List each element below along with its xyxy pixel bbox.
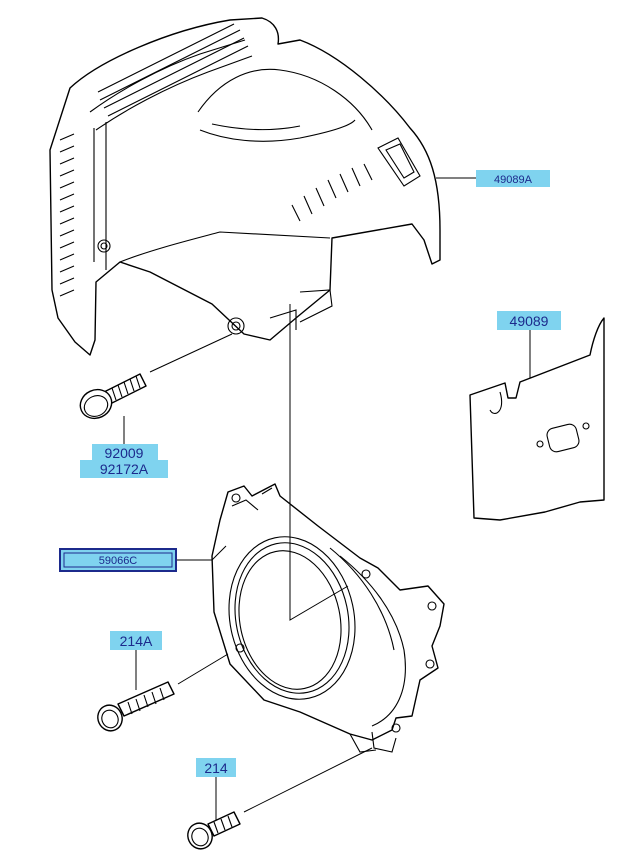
part-number-92009: 92009 <box>105 445 144 461</box>
front-vents <box>291 163 373 222</box>
label-49089[interactable]: 49089 <box>497 311 561 330</box>
part-number-92172a: 92172A <box>100 461 149 477</box>
part-number-214a: 214A <box>120 633 153 649</box>
side-slots <box>59 133 75 297</box>
part-number-59066c: 59066C <box>99 555 138 567</box>
engine-cover[interactable] <box>49 17 441 356</box>
part-number-214: 214 <box>204 760 228 776</box>
recoil-starter-housing[interactable] <box>211 483 445 753</box>
label-214a[interactable]: 214A <box>110 631 162 650</box>
label-92009[interactable]: 92009 <box>92 444 158 461</box>
tapping-screw-214[interactable] <box>184 811 241 853</box>
part-number-49089a: 49089A <box>494 174 533 186</box>
gasket[interactable] <box>469 317 605 521</box>
label-214[interactable]: 214 <box>196 758 236 777</box>
label-49089a[interactable]: 49089A <box>476 170 550 187</box>
part-number-49089: 49089 <box>510 313 549 329</box>
flanged-bolt-92009[interactable] <box>76 373 147 423</box>
label-59066c[interactable]: 59066C <box>59 548 177 572</box>
cooling-fins <box>97 23 249 117</box>
leader-lines <box>123 177 531 820</box>
tapping-screw-214a[interactable] <box>94 681 175 735</box>
label-92172a[interactable]: 92172A <box>80 460 168 478</box>
